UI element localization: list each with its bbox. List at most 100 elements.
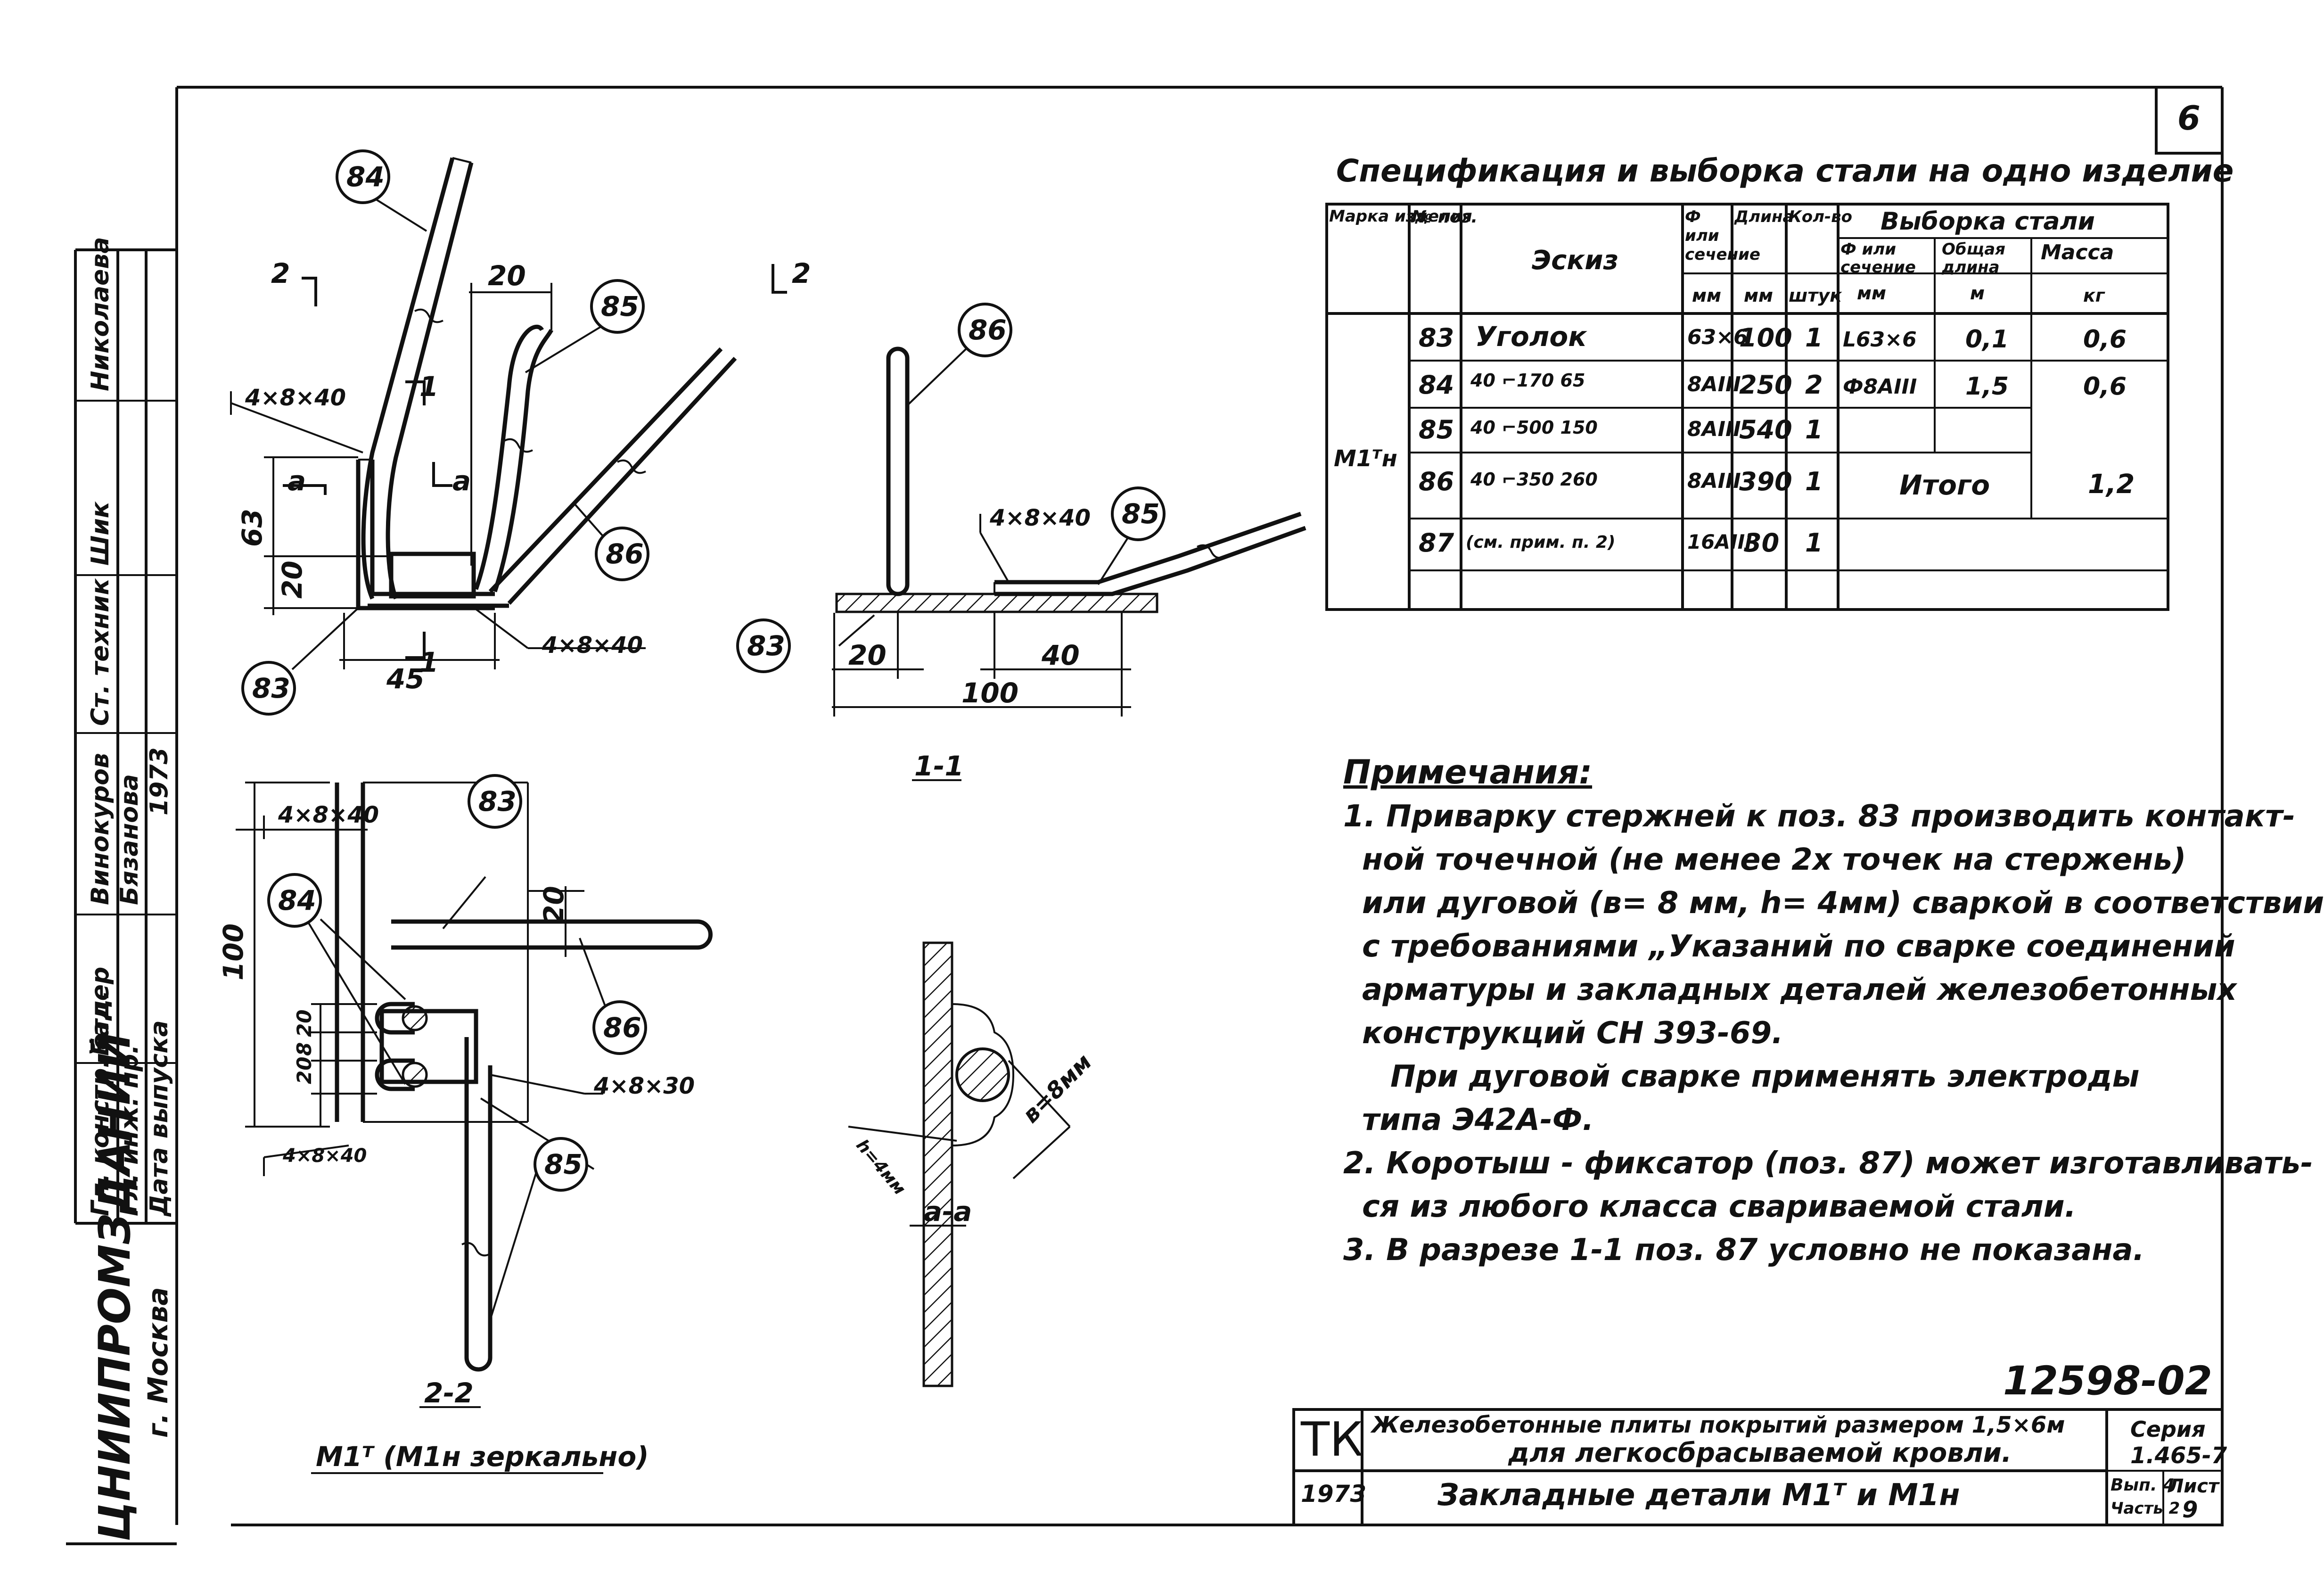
row-85-length: 540 [1739, 415, 1792, 445]
org-city: г. Москва [142, 1287, 174, 1438]
section-a-left: а [287, 465, 306, 497]
dim-20-main: 20 [488, 260, 526, 292]
sel-1-section: L63×6 [1843, 328, 1917, 352]
stamp-year: 1973 [145, 747, 173, 816]
row-87-qty: 1 [1805, 528, 1823, 558]
series-label: Серия [2130, 1417, 2206, 1442]
title-desc-1: Железобетонные плиты покрытий размером 1… [1371, 1412, 2065, 1438]
col-mass-header: Масса [2041, 240, 2114, 264]
stamp-name-3: Николаева [86, 237, 115, 391]
row-86-sketch: 40 ⌐350 260 [1470, 469, 1598, 490]
weld-sec11: 4×8×40 [989, 505, 1091, 531]
dim-20-sec11: 20 [848, 639, 887, 671]
col-selection-header: Выборка стали [1881, 207, 2095, 236]
col-mark-header: Марка изделия [1329, 207, 1472, 226]
org-name: ЦНИИПРОМЗДАНИЙ [89, 1032, 140, 1541]
mark-value: М1ᵀн [1334, 445, 1397, 472]
tk-mark: ТК [1301, 1412, 1363, 1467]
total-mass: 1,2 [2088, 469, 2135, 500]
weld-main-1: 4×8×40 [245, 385, 346, 411]
note-line-6: конструкций СН 393-69. [1362, 1016, 1783, 1051]
weld-sec22-2: 4×8×30 [593, 1073, 695, 1099]
row-86-section: 8АIII [1687, 469, 1741, 493]
pos-85-main: 85 [601, 290, 639, 322]
col-section-header: Ф или сечение [1685, 207, 1760, 264]
weld-main-2: 4×8×40 [542, 632, 643, 659]
stamp-name-1: Бадер [86, 967, 115, 1056]
pos-86-sec11: 86 [969, 314, 1007, 346]
dim-100-sec11: 100 [961, 677, 1018, 709]
section-1-top: 1 [419, 371, 438, 403]
col-qty-header: Кол-во [1789, 207, 1853, 226]
dim-40-sec11: 40 [1041, 639, 1080, 671]
note-line-4: с требованиями „Указаний по сварке соеди… [1362, 929, 2235, 964]
col-length-header: Длина [1734, 207, 1794, 226]
section-1-1 [832, 346, 1306, 781]
unit-mm-2: мм [1744, 285, 1774, 306]
pos-85-sec11: 85 [1122, 498, 1160, 530]
col-pos-header: № поз. [1412, 207, 1478, 227]
sel-2-mass: 0,6 [2083, 372, 2127, 401]
note-line-5: арматуры и закладных деталей железобетон… [1362, 972, 2237, 1007]
side-stamp [74, 248, 178, 1525]
notes-block: Примечания: 1. Приварку стержней к поз. … [1343, 750, 2324, 1272]
dim-20-sec22-b: 20 [293, 1057, 316, 1084]
row-83-length: 100 [1739, 323, 1792, 353]
sheet-number: 6 [2177, 99, 2201, 138]
unit-kg: кг [2083, 285, 2105, 306]
section-2-left: 2 [271, 257, 290, 289]
row-84-length: 250 [1739, 370, 1792, 400]
sheet-value: 9 [2182, 1497, 2198, 1523]
row-84-section: 8АIII [1687, 372, 1741, 396]
spec-title: Спецификация и выборка стали на одно изд… [1336, 153, 2234, 189]
issue-label: Вып. 4 [2110, 1475, 2175, 1495]
pos-83-main: 83 [252, 672, 290, 704]
series-value: 1.465-7 [2130, 1442, 2227, 1469]
main-view [230, 157, 787, 670]
sel-2-section: Ф8АIII [1843, 375, 1917, 399]
title-block-grid [1292, 1408, 2224, 1526]
note-line-9: 2. Коротыш - фиксатор (поз. 87) может из… [1343, 1146, 2313, 1181]
dim-20-main-v: 20 [276, 560, 308, 599]
title-desc-2: для легкосбрасываемой кровли. [1508, 1438, 2012, 1468]
title-year: 1973 [1301, 1480, 1367, 1508]
pos-86-main: 86 [606, 538, 644, 570]
pos-circle-86-sec22 [592, 1000, 647, 1055]
pos-circle-83-main [241, 661, 296, 716]
sel-1-mass: 0,6 [2083, 325, 2127, 354]
dim-20-sec22-a: 20 [293, 1010, 316, 1037]
stamp-person-2: Бязанова [115, 774, 144, 905]
row-86-length: 390 [1739, 467, 1792, 496]
dim-20-sec22: 20 [538, 886, 570, 924]
row-83-sketch: Уголок [1475, 321, 1587, 353]
dim-8-sec22: 8 [293, 1042, 316, 1056]
note-line-8: типа Э42А-Ф. [1362, 1103, 1594, 1137]
row-86-qty: 1 [1805, 467, 1823, 496]
weld-sec22-1: 4×8×40 [278, 802, 379, 828]
label-1-1: 1-1 [914, 750, 964, 782]
sheet-label: Лист [2168, 1475, 2219, 1497]
stamp-person-1: Винокуров [86, 753, 115, 905]
pos-83-sec11: 83 [747, 630, 785, 662]
col-total-length-header: Общая длина [1942, 240, 2006, 277]
row-83-pos: 83 [1419, 323, 1454, 353]
spec-table-grid [1325, 203, 2169, 611]
stamp-role-3: Дата выпуска [145, 1020, 173, 1217]
stamp-role-4: Ст. техник [86, 578, 115, 726]
section-2-right: 2 [792, 257, 811, 289]
pos-84-main: 84 [346, 161, 385, 193]
pos-85-sec22: 85 [544, 1148, 583, 1180]
pos-86-sec22: 86 [603, 1012, 641, 1044]
pos-circle-86-sec11 [958, 303, 1012, 357]
section-2-2 [236, 782, 713, 1408]
row-87-length: 30 [1744, 528, 1780, 558]
total-label: Итого [1899, 469, 1990, 501]
unit-mm-3: мм [1857, 283, 1887, 304]
pos-circle-84-main [336, 149, 390, 204]
pos-84-sec22: 84 [278, 884, 316, 916]
note-line-2: ной точечной (не менее 2х точек на стерж… [1362, 842, 2186, 877]
sheet-title: Закладные детали М1ᵀ и М1н [1437, 1478, 1960, 1513]
pos-circle-85-sec11 [1111, 486, 1166, 541]
row-85-section: 8АIII [1687, 417, 1741, 441]
